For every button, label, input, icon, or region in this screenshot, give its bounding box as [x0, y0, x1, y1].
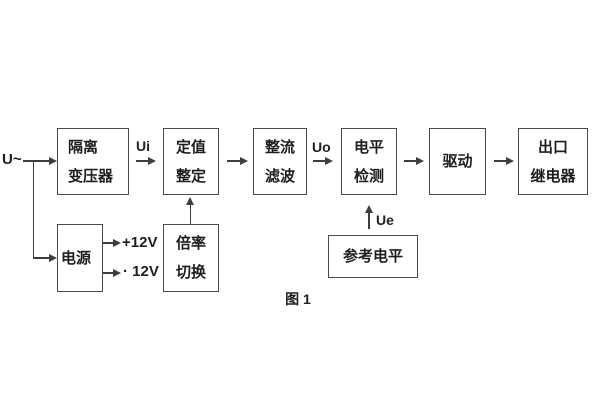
block-power-supply: 电源 [57, 224, 103, 292]
connector-branch-to-power-supply [33, 257, 49, 259]
block-ratio-switching: 倍率 切换 [163, 224, 219, 292]
block-label: 整流 [264, 138, 295, 156]
block-setpoint-setting: 定值 整定 [163, 128, 219, 195]
uo-signal-label: Uo [312, 139, 331, 155]
block-label: 驱动 [442, 153, 473, 170]
block-driver: 驱动 [429, 128, 486, 195]
connector-ratio-to-setpoint [189, 204, 191, 224]
connector-minus-12v [103, 272, 114, 274]
ui-signal-label: Ui [136, 138, 150, 154]
block-output-relay: 出口 继电器 [518, 128, 588, 195]
arrowhead-into-rectifier-filter [240, 157, 248, 165]
block-reference-level: 参考电平 [328, 235, 418, 278]
block-label: 定值 [175, 138, 206, 156]
block-label: 变压器 [68, 167, 114, 185]
connector-uo-arrow [313, 160, 326, 162]
block-rectifier-filter: 整流 滤波 [253, 128, 307, 195]
arrowhead-into-power-supply [49, 254, 57, 262]
connector-ue-arrow [368, 212, 370, 229]
connector-ui-arrow [136, 160, 149, 162]
connector-plus-12v [103, 242, 114, 244]
block-level-detection: 电平 检测 [341, 128, 397, 195]
arrowhead-ui [148, 157, 156, 165]
block-label: 出口 [537, 138, 568, 156]
connector-input-horizontal [23, 160, 50, 162]
block-label: 滤波 [264, 167, 295, 185]
arrowhead-into-driver [416, 157, 424, 165]
figure-caption: 图 1 [285, 291, 311, 307]
plus-12v-label: +12V [122, 234, 158, 251]
arrowhead-plus-12v [113, 239, 121, 247]
block-label: 参考电平 [342, 248, 403, 265]
block-label: 电源 [61, 249, 92, 267]
connector-setpoint-to-rectifier [227, 160, 241, 162]
block-label: 隔离 [68, 138, 99, 156]
block-label: 电平 [353, 138, 384, 156]
input-signal-label: U~ [2, 151, 22, 168]
connector-driver-to-relay [494, 160, 507, 162]
block-label: 检测 [353, 167, 384, 185]
arrowhead-into-output-relay [506, 157, 514, 165]
arrowhead-ue [364, 205, 373, 213]
arrowhead-up-into-setpoint [186, 197, 194, 205]
block-label: 整定 [175, 167, 206, 185]
arrowhead-minus-12v [113, 269, 121, 277]
block-label: 倍率 [175, 235, 206, 252]
arrowhead-into-isolation-transformer [49, 157, 57, 165]
minus-12v-label: · 12V [123, 263, 159, 280]
ue-signal-label: Ue [376, 212, 394, 228]
block-label: 切换 [175, 264, 206, 281]
connector-level-to-driver [404, 160, 417, 162]
block-isolation-transformer: 隔离 变压器 [57, 128, 129, 195]
connector-input-branch-vertical [32, 160, 34, 258]
arrowhead-uo [325, 157, 333, 165]
block-label: 继电器 [530, 167, 576, 185]
